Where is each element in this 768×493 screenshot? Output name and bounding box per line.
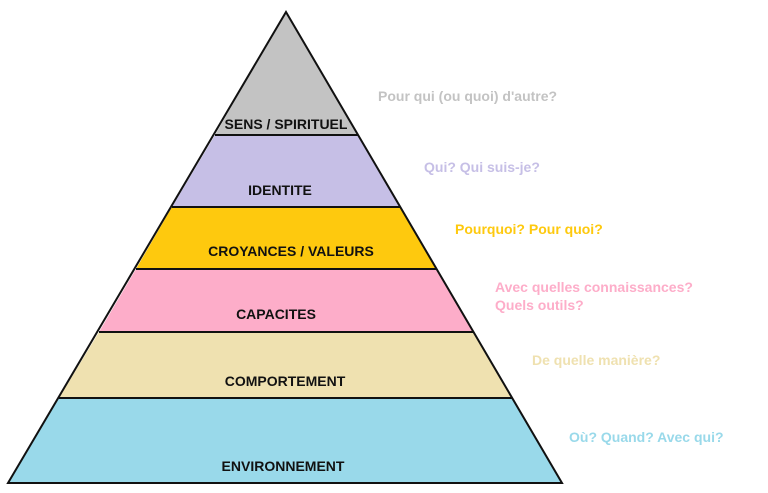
- layer-label-environnement: ENVIRONNEMENT: [221, 458, 345, 474]
- layer-environnement-shape: [8, 398, 562, 483]
- question-sens-spirituel: Pour qui (ou quoi) d'autre?: [378, 88, 558, 104]
- layer-label-identite: IDENTITE: [248, 182, 312, 198]
- layer-label-croyances-valeurs: CROYANCES / VALEURS: [208, 243, 374, 259]
- layer-label-sens-spirituel: SENS / SPIRITUEL: [224, 116, 348, 132]
- layer-label-comportement: COMPORTEMENT: [224, 373, 346, 389]
- pyramid-outline: [6, 10, 564, 484]
- question-environnement: Où? Quand? Avec qui?: [569, 429, 724, 445]
- layer-capacites-shape: [99, 269, 473, 332]
- layer-sens-spirituel-shape: [215, 12, 358, 135]
- question-comportement: De quelle manière?: [532, 352, 661, 368]
- question-croyances-valeurs: Pourquoi? Pour quoi?: [455, 221, 603, 237]
- layer-identite-shape: [172, 135, 400, 207]
- question-identite: Qui? Qui suis-je?: [424, 159, 540, 175]
- question-capacites: Avec quelles connaissances? Quels outils…: [495, 279, 693, 313]
- layer-croyances-valeurs-shape: [136, 207, 436, 269]
- layer-comportement-shape: [59, 332, 512, 398]
- layer-label-capacites: CAPACITES: [236, 306, 316, 322]
